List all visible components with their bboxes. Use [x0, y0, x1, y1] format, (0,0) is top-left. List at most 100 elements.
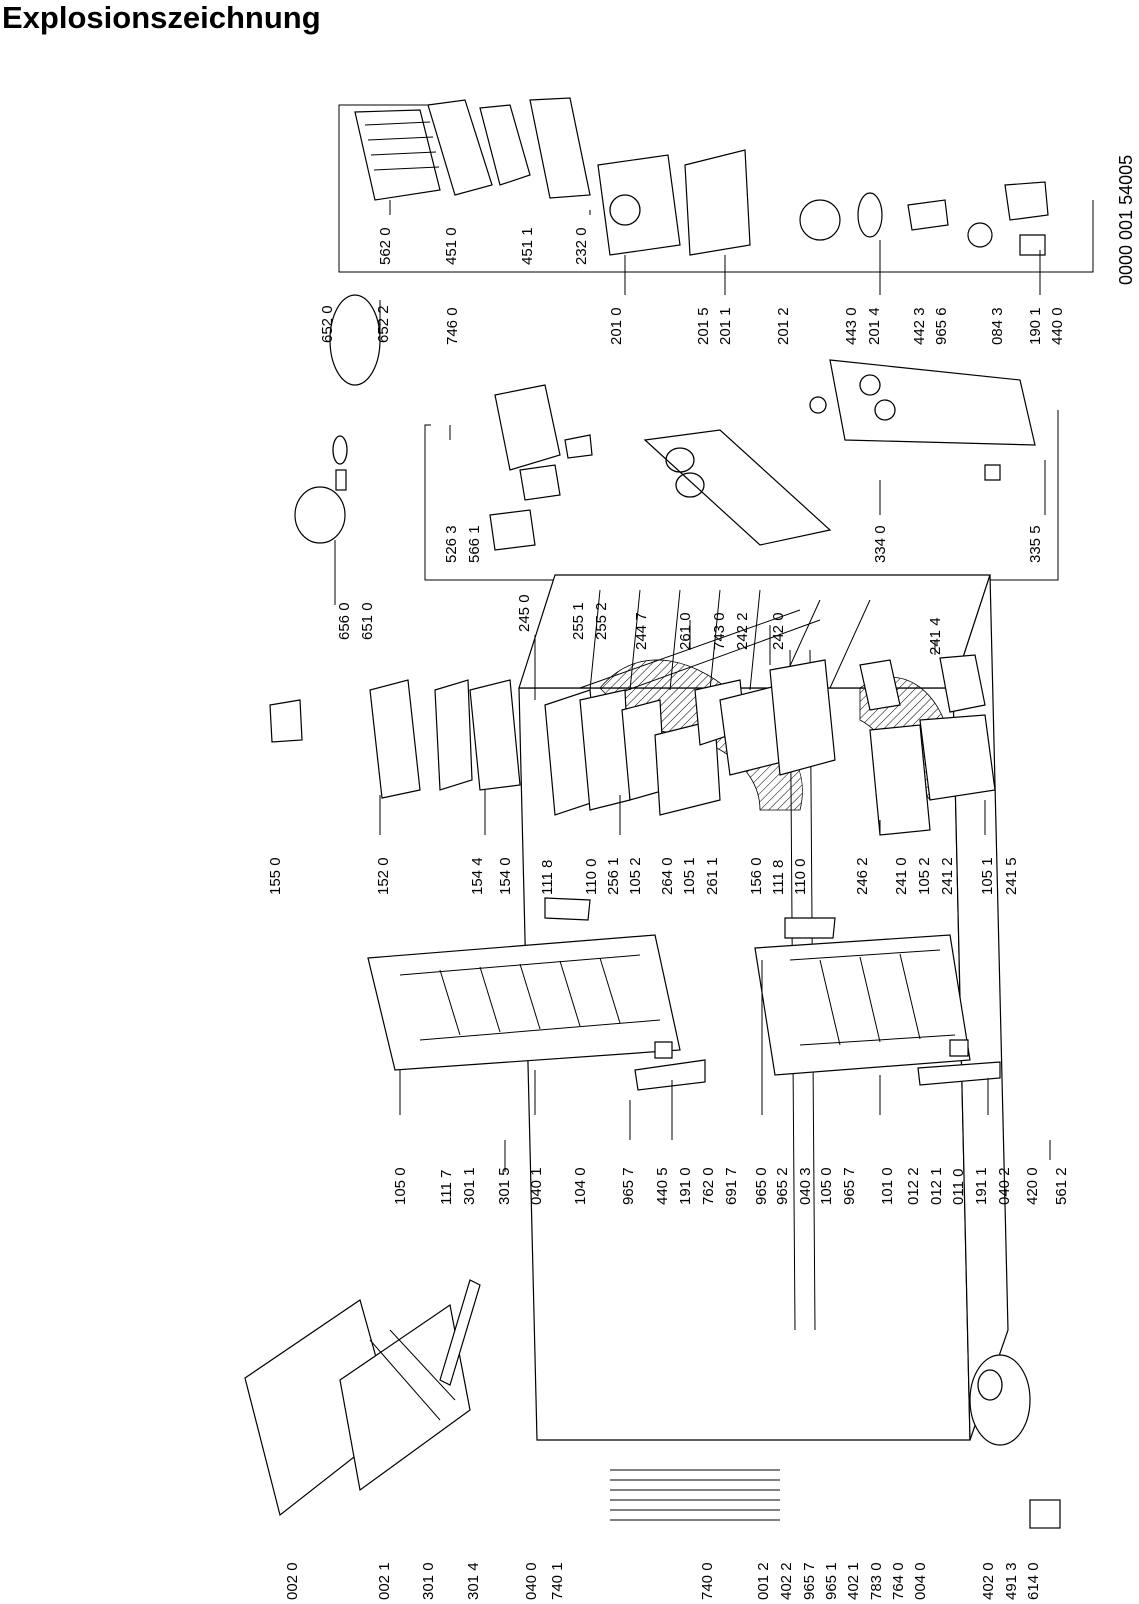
- part-label: 762 0: [700, 1167, 717, 1205]
- part-label: 402 2: [778, 1562, 795, 1600]
- evaporator-parts: [354, 97, 1049, 256]
- part-label: 242 2: [734, 612, 751, 650]
- part-label: 335 5: [1027, 525, 1044, 563]
- part-label: 783 0: [868, 1562, 885, 1600]
- part-label: 001 2: [755, 1562, 772, 1600]
- part-label: 201 2: [775, 307, 792, 345]
- part-label: 190 1: [1027, 307, 1044, 345]
- condenser-coil: [610, 1469, 780, 1521]
- part-label: 442 3: [911, 307, 928, 345]
- part-label: 451 1: [519, 227, 536, 265]
- freezer-baskets: [269, 654, 996, 836]
- part-label: 965 7: [620, 1167, 637, 1205]
- part-label: 156 0: [748, 857, 765, 895]
- part-label: 301 1: [461, 1167, 478, 1205]
- part-label: 241 2: [939, 857, 956, 895]
- part-label: 012 2: [905, 1167, 922, 1205]
- part-label: 301 0: [420, 1562, 437, 1600]
- part-label: 105 2: [627, 857, 644, 895]
- part-label: 746 0: [444, 307, 461, 345]
- part-label: 105 0: [818, 1167, 835, 1205]
- control-parts: [489, 359, 1036, 551]
- part-label: 245 0: [516, 594, 533, 632]
- part-label: 105 1: [979, 857, 996, 895]
- lamp-housing: [294, 294, 381, 544]
- part-label: 740 0: [699, 1562, 716, 1600]
- part-label: 256 1: [605, 857, 622, 895]
- part-label: 004 0: [912, 1562, 929, 1600]
- cabinet-shelf-lines: [589, 589, 761, 691]
- part-label: 402 0: [980, 1562, 997, 1600]
- part-label: 002 0: [284, 1562, 301, 1600]
- part-label: 246 2: [854, 857, 871, 895]
- part-label: 261 0: [677, 612, 694, 650]
- document-code: 0000 001 54005: [1116, 155, 1136, 285]
- part-label: 651 0: [359, 602, 376, 640]
- part-label: 040 1: [528, 1167, 545, 1205]
- part-label: 101 0: [879, 1167, 896, 1205]
- part-label: 012 1: [928, 1167, 945, 1205]
- part-label: 264 0: [659, 857, 676, 895]
- part-label: 301 4: [465, 1562, 482, 1600]
- part-label: 443 0: [843, 307, 860, 345]
- part-label: 526 3: [443, 525, 460, 563]
- part-labels: 002 0 002 1 301 0 301 4 040 0 740 1 740 …: [267, 155, 1136, 1600]
- part-label: 965 7: [801, 1562, 818, 1600]
- part-label: 965 7: [841, 1167, 858, 1205]
- part-label: 201 5: [695, 307, 712, 345]
- part-label: 110 0: [583, 859, 600, 895]
- part-label: 241 4: [927, 617, 944, 655]
- part-label: 155 0: [267, 857, 284, 895]
- part-label: 105 2: [916, 857, 933, 895]
- page-title: Explosionszeichnung: [2, 0, 321, 35]
- part-label: 255 2: [593, 602, 610, 640]
- part-label: 111 7: [438, 1170, 455, 1205]
- part-label: 566 1: [466, 525, 483, 563]
- part-label: 084 3: [989, 307, 1006, 345]
- part-label: 232 0: [573, 227, 590, 265]
- part-label: 011 0: [950, 1169, 967, 1205]
- part-label: 491 3: [1003, 1562, 1020, 1600]
- part-label: 652 0: [319, 305, 336, 343]
- part-label: 691 7: [723, 1167, 740, 1205]
- part-label: 301 5: [496, 1167, 513, 1205]
- part-label: 334 0: [872, 525, 889, 563]
- part-label: 451 0: [443, 227, 460, 265]
- part-label: 614 0: [1025, 1562, 1042, 1600]
- part-label: 743 0: [711, 612, 728, 650]
- part-label: 111 8: [539, 860, 556, 895]
- part-label: 965 0: [753, 1167, 770, 1205]
- part-label: 040 2: [996, 1167, 1013, 1205]
- part-label: 105 0: [392, 1167, 409, 1205]
- top-cover-parts: [244, 1279, 481, 1517]
- part-label: 191 0: [677, 1167, 694, 1205]
- part-label: 110 0: [792, 859, 809, 895]
- part-label: 152 0: [375, 857, 392, 895]
- part-label: 154 4: [469, 857, 486, 895]
- fridge-door: [754, 917, 1001, 1086]
- part-label: 105 1: [681, 857, 698, 895]
- part-label: 191 1: [973, 1167, 990, 1205]
- part-label: 201 0: [608, 307, 625, 345]
- part-label: 420 0: [1024, 1167, 1041, 1205]
- part-label: 740 1: [549, 1562, 566, 1600]
- part-label: 241 0: [893, 857, 910, 895]
- part-label: 440 0: [1049, 307, 1066, 345]
- part-label: 562 0: [377, 227, 394, 265]
- part-label: 652 2: [375, 305, 392, 343]
- part-label: 261 1: [704, 857, 721, 895]
- evaporator-group-frame: [338, 104, 1094, 273]
- freezer-door: [367, 897, 706, 1091]
- part-label: 402 1: [845, 1562, 862, 1600]
- part-label: 201 4: [866, 307, 883, 345]
- part-label: 002 1: [376, 1562, 393, 1600]
- part-label: 154 0: [497, 857, 514, 895]
- part-label: 241 5: [1003, 857, 1020, 895]
- part-label: 561 2: [1053, 1167, 1070, 1205]
- part-label: 255 1: [570, 602, 587, 640]
- part-label: 965 2: [774, 1167, 791, 1205]
- part-label: 040 0: [523, 1562, 540, 1600]
- part-label: 242 0: [770, 612, 787, 650]
- part-label: 965 1: [823, 1562, 840, 1600]
